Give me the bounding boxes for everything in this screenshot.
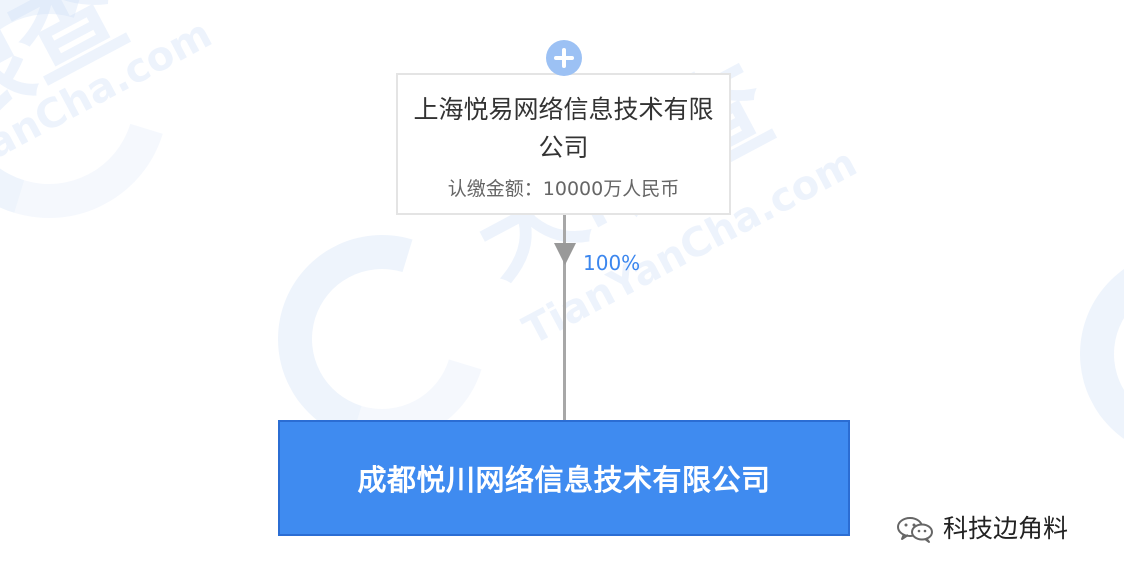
watermark-logo-left: [0, 0, 210, 260]
watermark-logo-text-left: 天眼查: [0, 0, 145, 205]
wechat-icon: [895, 514, 935, 544]
source-watermark: 科技边角料: [895, 514, 1068, 544]
source-name: 科技边角料: [943, 514, 1069, 543]
subscribed-amount: 认缴金额：10000万人民币: [447, 178, 680, 200]
shareholder-node[interactable]: 上海悦易网络信息技术有限公司 认缴金额：10000万人民币: [396, 73, 731, 215]
watermark-logo-right: [1043, 213, 1124, 495]
ownership-arrow-icon: [554, 243, 576, 265]
watermark-brand-text-left: TianYanCha.com: [0, 10, 220, 226]
target-company-node[interactable]: 成都悦川网络信息技术有限公司: [278, 420, 850, 536]
ownership-percentage: 100%: [583, 251, 641, 275]
shareholder-name: 上海悦易网络信息技术有限公司: [413, 95, 714, 162]
target-company-name: 成都悦川网络信息技术有限公司: [357, 463, 771, 497]
ownership-connector-line: [563, 215, 566, 420]
expand-shareholders-button[interactable]: [546, 40, 582, 76]
